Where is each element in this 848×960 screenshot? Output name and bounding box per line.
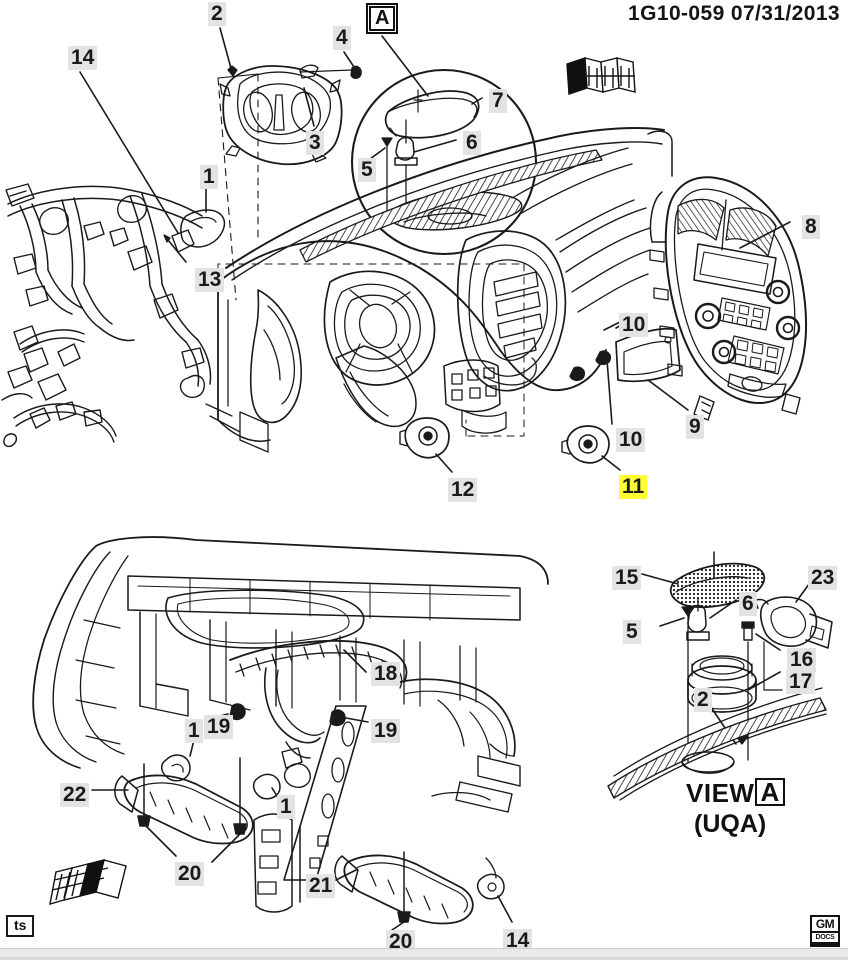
callout-label-22: 22 (60, 783, 90, 807)
callout-label-1: 1 (277, 795, 295, 819)
frt-arrow-top (566, 57, 636, 95)
view-a-caption-letter: A (755, 778, 785, 806)
callout-label-7: 7 (489, 89, 507, 113)
callout-label-23: 23 (808, 566, 838, 590)
callout-label-2: 2 (208, 2, 226, 26)
callout-label-5: 5 (358, 158, 376, 182)
callout-label-20: 20 (386, 930, 416, 954)
gm-logo-text: GM (812, 917, 838, 931)
callout-label-17: 17 (786, 670, 816, 694)
callout-label-21: 21 (306, 874, 336, 898)
callout-label-1: 1 (185, 719, 203, 743)
detail-callout-a-letter: A (369, 6, 396, 31)
drawing-header-text: 1G10-059 07/31/2013 (628, 2, 840, 25)
callout-label-6: 6 (463, 131, 481, 155)
callout-label-10: 10 (619, 313, 649, 337)
gm-docs-text: DOCS (812, 933, 838, 942)
callout-label-5: 5 (623, 620, 641, 644)
callout-label-9: 9 (686, 415, 704, 439)
view-a-subcaption: (UQA) (694, 810, 767, 838)
callout-label-15: 15 (612, 566, 642, 590)
callout-label-14: 14 (503, 929, 533, 953)
callout-label-11-highlighted: 11 (619, 475, 648, 499)
callout-label-6: 6 (739, 592, 757, 616)
callout-label-18: 18 (371, 662, 401, 686)
callout-label-20: 20 (175, 862, 205, 886)
callout-label-3: 3 (306, 131, 324, 155)
callout-label-10: 10 (616, 428, 646, 452)
callout-label-19: 19 (204, 715, 234, 739)
frt-arrow-bottom (49, 859, 127, 905)
view-a-caption-word: VIEW (686, 778, 755, 808)
gm-docs-logo: GM DOCS (810, 915, 840, 947)
callout-label-13: 13 (195, 268, 225, 292)
detail-callout-a-marker: A (366, 3, 399, 34)
callout-label-8: 8 (802, 215, 820, 239)
callout-label-4: 4 (333, 26, 351, 50)
callout-label-14: 14 (68, 46, 98, 70)
callout-label-19: 19 (371, 719, 401, 743)
callout-label-16: 16 (787, 648, 817, 672)
callout-label-1: 1 (200, 165, 218, 189)
callout-label-2: 2 (694, 688, 712, 712)
callout-label-12: 12 (448, 478, 478, 502)
ts-stamp: ts (6, 915, 35, 937)
